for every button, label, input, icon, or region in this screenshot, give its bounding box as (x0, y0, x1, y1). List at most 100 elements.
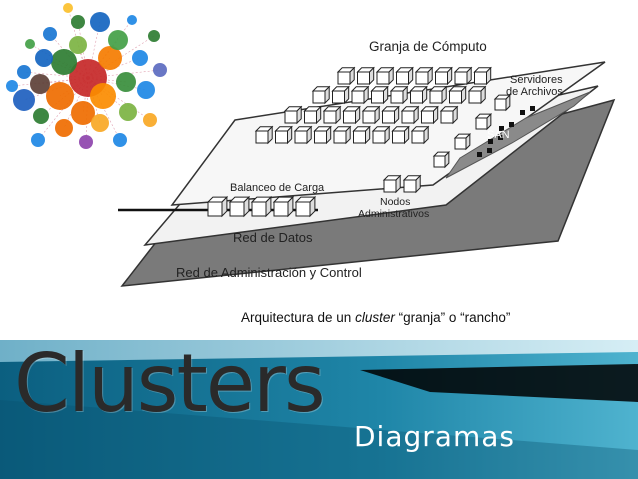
logo-circle (137, 81, 155, 99)
san-disk (477, 152, 482, 157)
san-disk (530, 106, 535, 111)
compute-server (473, 66, 492, 86)
logo-circle (90, 12, 110, 32)
logo-circle (98, 46, 122, 70)
cluster-architecture-diagram: Granja de Cómputo Servidores de Archivos… (118, 39, 616, 287)
compute-server (331, 85, 350, 105)
load-balancer-server (250, 195, 273, 218)
logo-circle (71, 15, 85, 29)
logo-circle (33, 108, 49, 124)
compute-server (467, 85, 487, 105)
compute-server (400, 105, 420, 125)
file-server (474, 112, 493, 131)
caption-text-end: “granja” o “rancho” (394, 310, 511, 325)
title-banner (0, 340, 638, 479)
network-circles-logo (6, 3, 167, 149)
logo-circle (13, 89, 35, 111)
admin-nodes-label-2: Administrativos (358, 208, 429, 220)
banner-subtitle: Diagramas (354, 420, 515, 453)
compute-server (342, 105, 361, 125)
diagram-caption: Arquitectura de un cluster “granja” o “r… (241, 310, 510, 325)
san-disk (509, 122, 514, 127)
compute-server (356, 66, 375, 86)
compute-server (352, 125, 371, 145)
load-balancer-server (272, 195, 295, 218)
admin-nodes-label: Nodos (380, 196, 410, 208)
compute-server (283, 105, 303, 125)
compute-farm-label: Granja de Cómputo (369, 39, 487, 54)
compute-server (434, 66, 453, 86)
logo-circle (153, 63, 167, 77)
compute-server (410, 125, 430, 145)
logo-circle (79, 135, 93, 149)
logo-circle (63, 3, 73, 13)
compute-server (350, 85, 370, 105)
compute-server (375, 66, 395, 86)
compute-server (409, 85, 428, 105)
compute-server (391, 125, 410, 145)
admin-node-server (402, 174, 422, 194)
compute-server (395, 66, 414, 86)
logo-circle (116, 72, 136, 92)
admin-network-label: Red de Administración y Control (176, 265, 362, 280)
compute-server (420, 105, 439, 125)
logo-circle (132, 50, 148, 66)
logo-circle (108, 30, 128, 50)
logo-circle (143, 113, 157, 127)
compute-server (389, 85, 409, 105)
compute-server (303, 105, 322, 125)
compute-server (293, 125, 313, 145)
logo-circle (127, 15, 137, 25)
compute-server (428, 85, 448, 105)
load-balancer-server (228, 195, 251, 218)
compute-server (332, 125, 352, 145)
logo-circle (30, 74, 50, 94)
logo-circle (69, 36, 87, 54)
logo-circle (71, 101, 95, 125)
logo-circle (25, 39, 35, 49)
san-label: SAN (487, 129, 510, 141)
logo-circle (43, 27, 57, 41)
san-disk (488, 139, 493, 144)
logo-circle (35, 49, 53, 67)
compute-server (322, 105, 342, 125)
load-balancer-label: Balanceo de Carga (230, 182, 325, 194)
compute-server (336, 66, 356, 86)
logo-circle (113, 133, 127, 147)
compute-server (371, 125, 391, 145)
logo-circle (148, 30, 160, 42)
load-balancer-server (206, 195, 229, 218)
file-server (493, 93, 512, 112)
logo-circle (119, 103, 137, 121)
compute-server (313, 125, 332, 145)
admin-node-server (382, 174, 402, 194)
logo-circle (17, 65, 31, 79)
data-network-label: Red de Datos (233, 230, 313, 245)
compute-server (254, 125, 274, 145)
compute-server (453, 66, 473, 86)
logo-circle (46, 82, 74, 110)
compute-server (439, 105, 459, 125)
logo-circle (55, 119, 73, 137)
file-servers-label: Servidores (510, 74, 563, 86)
compute-server (370, 85, 389, 105)
san-disk (487, 148, 492, 153)
compute-server (274, 125, 293, 145)
compute-server (414, 66, 434, 86)
caption-text-start: Arquitectura de un (241, 310, 356, 325)
san-disk (499, 126, 504, 131)
file-server (432, 150, 451, 169)
load-balancer-server (294, 195, 317, 218)
logo-circle (31, 133, 45, 147)
file-server (453, 132, 472, 151)
logo-circle (6, 80, 18, 92)
banner-title: Clusters (14, 337, 326, 430)
compute-server (361, 105, 381, 125)
logo-circle (51, 49, 77, 75)
logo-circle (90, 83, 116, 109)
logo-circle (91, 114, 109, 132)
caption-italic-word: cluster (355, 310, 395, 325)
file-servers-label-2: de Archivos (506, 86, 563, 98)
san-disk (498, 135, 503, 140)
compute-server (311, 85, 331, 105)
